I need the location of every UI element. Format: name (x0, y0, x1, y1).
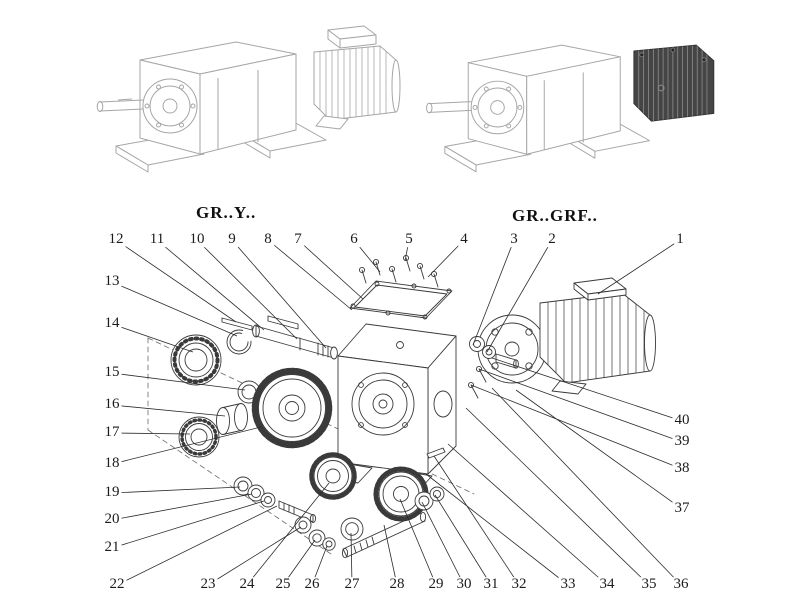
part-callout-10: 10 (187, 231, 207, 248)
part-callout-21: 21 (102, 539, 122, 556)
part-callout-32: 32 (509, 576, 529, 593)
part-callout-29: 29 (426, 576, 446, 593)
key-12 (221, 317, 253, 331)
part-callout-37: 37 (672, 500, 692, 517)
part-callout-15: 15 (102, 364, 122, 381)
part-callout-36: 36 (671, 576, 691, 593)
ring-26 (322, 537, 336, 551)
part-callout-18: 18 (102, 455, 122, 472)
part-callout-24: 24 (237, 576, 257, 593)
spacer-16 (216, 403, 248, 435)
part-callout-7: 7 (292, 231, 304, 248)
part-callout-2: 2 (546, 231, 558, 248)
part-callout-26: 26 (302, 576, 322, 593)
part-callout-11: 11 (147, 231, 167, 248)
gear-18 (251, 367, 333, 449)
part-callout-3: 3 (508, 231, 520, 248)
part-callout-38: 38 (672, 460, 692, 477)
input-shaft-9-11 (252, 315, 338, 360)
part-callout-25: 25 (273, 576, 293, 593)
part-callout-16: 16 (102, 396, 122, 413)
part-callout-33: 33 (558, 576, 578, 593)
ring-21 (260, 492, 276, 508)
part-callout-14: 14 (102, 315, 122, 332)
part-callout-31: 31 (481, 576, 501, 593)
part-callout-22: 22 (107, 576, 127, 593)
part-callout-8: 8 (262, 231, 274, 248)
key-32 (426, 447, 446, 459)
motor-1 (477, 277, 656, 395)
part-callout-5: 5 (403, 231, 415, 248)
cover-plate-7-8 (349, 280, 453, 320)
part-callout-6: 6 (348, 231, 360, 248)
part-callout-13: 13 (102, 273, 122, 290)
part-callout-39: 39 (672, 433, 692, 450)
part-callout-28: 28 (387, 576, 407, 593)
snap-ring-13 (226, 329, 252, 355)
part-callout-17: 17 (102, 424, 122, 441)
part-callout-35: 35 (639, 576, 659, 593)
washer-3 (469, 336, 485, 352)
part-callout-34: 34 (597, 576, 617, 593)
part-callout-20: 20 (102, 511, 122, 528)
gearmotor-assembled-right-drawing (426, 44, 715, 173)
flange-bolts-38-39 (467, 365, 487, 399)
part-callout-9: 9 (226, 231, 238, 248)
left-view-label: GR..Y.. (196, 203, 257, 222)
ring-31 (429, 486, 445, 502)
part-callout-1: 1 (674, 231, 686, 248)
part-callout-19: 19 (102, 484, 122, 501)
part-callout-23: 23 (198, 576, 218, 593)
part-callout-4: 4 (458, 231, 470, 248)
ring-27 (340, 517, 364, 541)
washer-2 (482, 345, 496, 359)
part-callout-27: 27 (342, 576, 362, 593)
washer-23 (294, 516, 312, 534)
bearing-17 (178, 416, 220, 458)
gear-24 (309, 452, 357, 500)
right-view-label: GR..GRF.. (512, 206, 598, 225)
part-callout-12: 12 (106, 231, 126, 248)
part-callout-40: 40 (672, 412, 692, 429)
cover-bolts-4-6 (358, 254, 439, 288)
gearmotor-assembled-left-drawing (96, 25, 401, 173)
bearing-14 (170, 334, 222, 386)
part-callout-30: 30 (454, 576, 474, 593)
